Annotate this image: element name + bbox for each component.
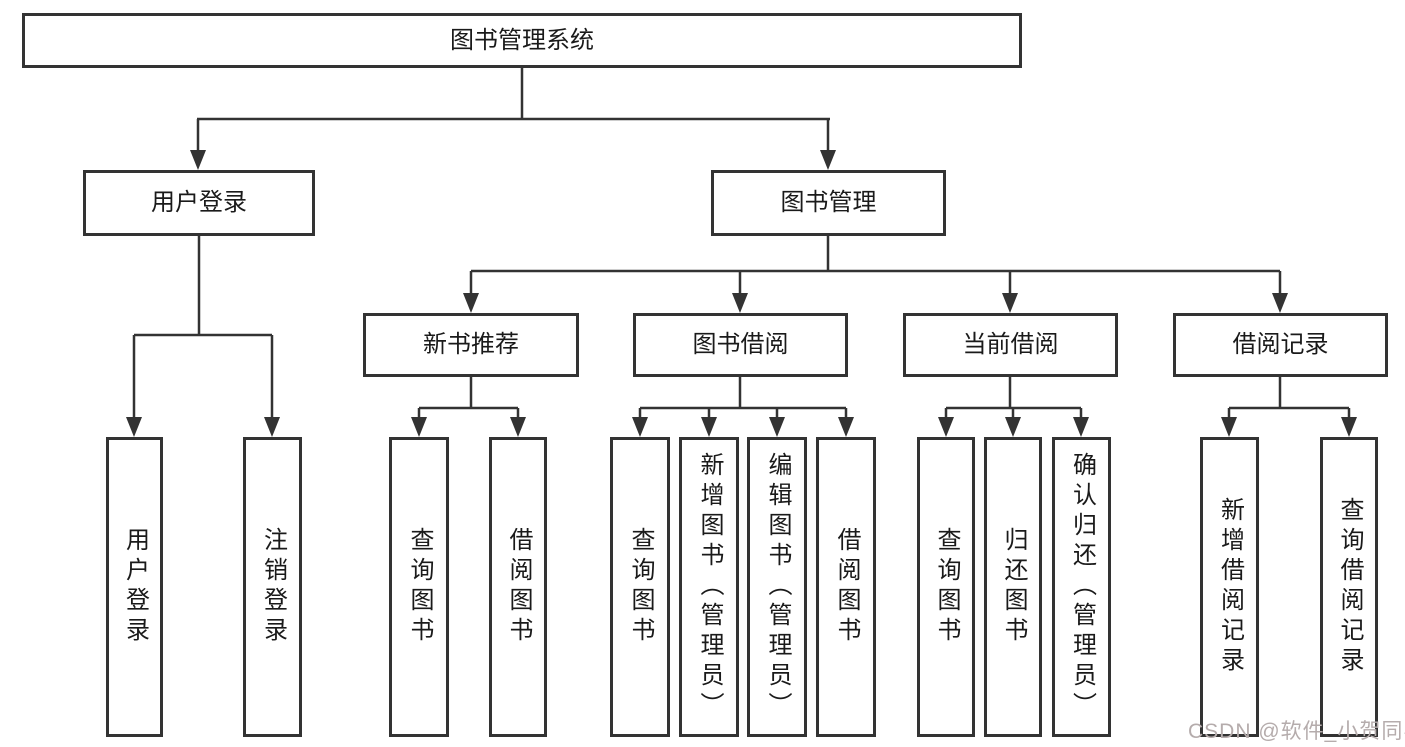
node-leaf-borrow-book-2-label: 借阅图书 xyxy=(833,527,860,647)
node-root-label: 图书管理系统 xyxy=(450,26,594,54)
csdn-watermark: CSDN @软件_小贺同学 xyxy=(1188,720,1405,743)
node-leaf-add-book-label: 新增图书（管理员） xyxy=(696,452,723,722)
node-leaf-user-login: 用户登录 xyxy=(106,437,163,737)
node-leaf-query-book-1-label: 查询图书 xyxy=(406,527,433,647)
node-leaf-add-record-label: 新增借阅记录 xyxy=(1216,497,1244,677)
arrowheads xyxy=(126,150,1357,437)
node-leaf-query-book-1: 查询图书 xyxy=(389,437,449,737)
node-leaf-query-record: 查询借阅记录 xyxy=(1320,437,1378,737)
node-leaf-borrow-book-1-label: 借阅图书 xyxy=(505,527,532,647)
node-book-mgmt-label: 图书管理 xyxy=(780,189,877,216)
node-leaf-query-book-3-label: 查询图书 xyxy=(933,527,960,647)
node-leaf-return-book-label: 归还图书 xyxy=(1000,527,1027,647)
node-leaf-confirm-return: 确认归还（管理员） xyxy=(1052,437,1111,737)
node-new-book-rec: 新书推荐 xyxy=(363,313,579,377)
node-leaf-borrow-book-1: 借阅图书 xyxy=(489,437,547,737)
node-current-borrow-label: 当前借阅 xyxy=(962,331,1059,358)
node-borrow-record-label: 借阅记录 xyxy=(1232,331,1329,358)
node-leaf-add-record: 新增借阅记录 xyxy=(1200,437,1259,737)
node-leaf-query-book-3: 查询图书 xyxy=(917,437,975,737)
node-leaf-user-login-label: 用户登录 xyxy=(121,527,149,647)
node-book-mgmt: 图书管理 xyxy=(711,170,946,236)
node-borrow-record: 借阅记录 xyxy=(1173,313,1388,377)
node-leaf-logout: 注销登录 xyxy=(243,437,302,737)
node-new-book-rec-label: 新书推荐 xyxy=(423,331,519,358)
node-user-login: 用户登录 xyxy=(83,170,315,236)
node-leaf-confirm-return-label: 确认归还（管理员） xyxy=(1068,452,1096,722)
node-user-login-label: 用户登录 xyxy=(151,189,247,216)
connector-path xyxy=(132,68,1351,420)
node-leaf-borrow-book-2: 借阅图书 xyxy=(816,437,876,737)
node-leaf-edit-book-label: 编辑图书（管理员） xyxy=(764,452,791,722)
node-leaf-return-book: 归还图书 xyxy=(984,437,1042,737)
node-leaf-query-book-2: 查询图书 xyxy=(610,437,670,737)
node-root: 图书管理系统 xyxy=(22,13,1022,68)
node-leaf-edit-book: 编辑图书（管理员） xyxy=(747,437,807,737)
node-book-borrow-label: 图书借阅 xyxy=(692,331,789,358)
node-leaf-query-book-2-label: 查询图书 xyxy=(627,527,654,647)
node-leaf-query-record-label: 查询借阅记录 xyxy=(1336,497,1363,677)
node-leaf-add-book: 新增图书（管理员） xyxy=(679,437,739,737)
node-book-borrow: 图书借阅 xyxy=(633,313,848,377)
node-leaf-logout-label: 注销登录 xyxy=(259,527,287,647)
node-current-borrow: 当前借阅 xyxy=(903,313,1118,377)
